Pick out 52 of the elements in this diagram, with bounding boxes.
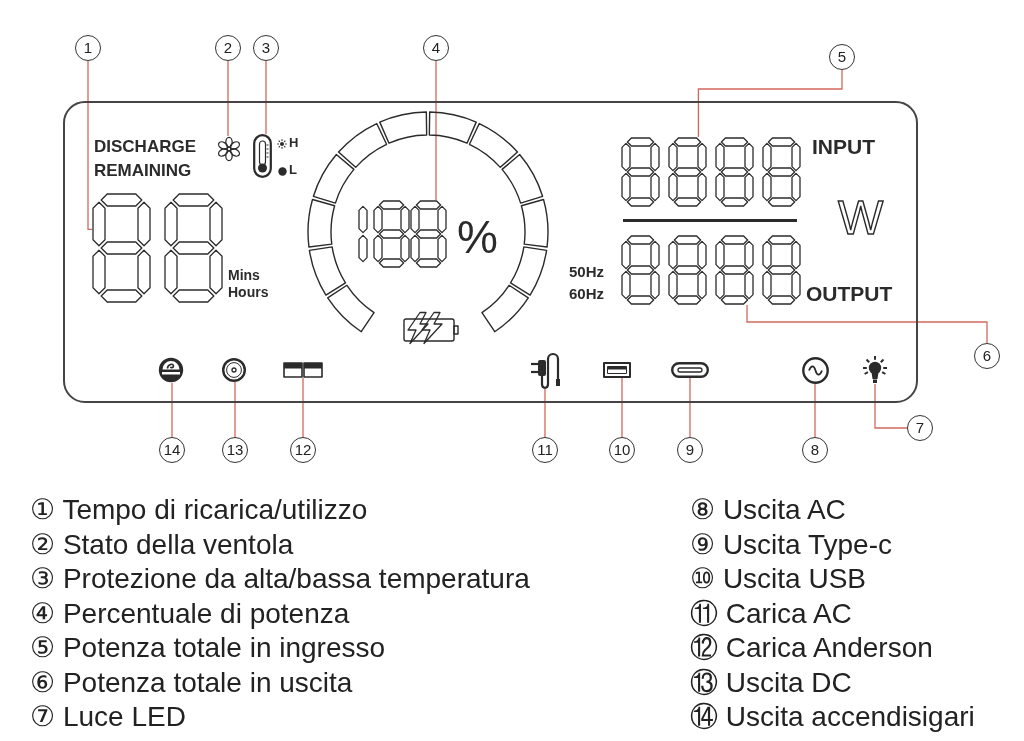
unit-label: Mins Hours bbox=[228, 267, 270, 301]
leader-line bbox=[689, 377, 691, 438]
seven-segment-display bbox=[621, 235, 801, 305]
round-port-icon bbox=[222, 358, 246, 382]
leader-line bbox=[302, 377, 304, 438]
leader-line bbox=[544, 388, 546, 438]
socket-icon bbox=[158, 357, 184, 383]
unit-symbol: W bbox=[838, 194, 884, 242]
callout-description: ⑦ Luce LED bbox=[30, 701, 186, 733]
display-label: OUTPUT bbox=[806, 283, 893, 304]
percent-sign: % bbox=[457, 214, 498, 260]
callout-description: ⑥ Potenza totale in uscita bbox=[30, 666, 353, 699]
leader-line bbox=[697, 69, 843, 138]
seven-segment-display bbox=[92, 193, 223, 303]
frequency-label: 50Hz 60Hz bbox=[569, 262, 606, 304]
connector-icon bbox=[283, 362, 323, 378]
leader-line bbox=[171, 382, 173, 438]
seven-segment-display bbox=[358, 200, 447, 268]
callout-description: ① Tempo di ricarica/utilizzo bbox=[30, 494, 368, 526]
display-panel bbox=[63, 101, 918, 403]
thermometer-icon bbox=[253, 134, 272, 178]
callout-description: ④ Percentuale di potenza bbox=[30, 597, 350, 630]
leader-line bbox=[265, 60, 267, 135]
leader-line bbox=[814, 383, 816, 438]
callout-description: ③ Protezione da alta/bassa temperatura bbox=[30, 563, 530, 595]
fan-icon bbox=[216, 136, 242, 162]
sine-wave-icon bbox=[802, 357, 829, 384]
callout-description: ⑭ Uscita accendisigari bbox=[690, 701, 975, 733]
callout-description: ⑨ Uscita Type-c bbox=[690, 528, 892, 561]
leader-line bbox=[435, 60, 437, 201]
plug-icon bbox=[530, 351, 562, 389]
callout-description: ⑫ Carica Anderson bbox=[690, 632, 933, 664]
callout-description: ⑧ Uscita AC bbox=[690, 494, 846, 526]
indicator-letter: H bbox=[289, 136, 299, 149]
display-label: DISCHARGE REMAINING bbox=[94, 136, 197, 182]
leader-line bbox=[746, 304, 988, 344]
display-label: INPUT bbox=[812, 136, 875, 157]
light-bulb-icon bbox=[861, 355, 889, 384]
usb-port-icon bbox=[603, 362, 631, 378]
indicator-letter: L bbox=[289, 163, 297, 176]
leader-line bbox=[234, 381, 236, 438]
callout-description: ⑪ Carica AC bbox=[690, 597, 852, 630]
callout-description: ② Stato della ventola bbox=[30, 528, 294, 561]
usb-c-port-icon bbox=[671, 362, 709, 378]
leader-line bbox=[621, 377, 623, 438]
leader-line bbox=[227, 60, 229, 137]
callout-description: ⑬ Uscita DC bbox=[690, 666, 852, 699]
callout-description: ⑤ Potenza totale in ingresso bbox=[30, 632, 386, 664]
leader-line bbox=[874, 383, 908, 429]
seven-segment-display bbox=[621, 137, 801, 207]
leader-line bbox=[87, 60, 93, 230]
callout-description: ⑩ Uscita USB bbox=[690, 563, 867, 595]
